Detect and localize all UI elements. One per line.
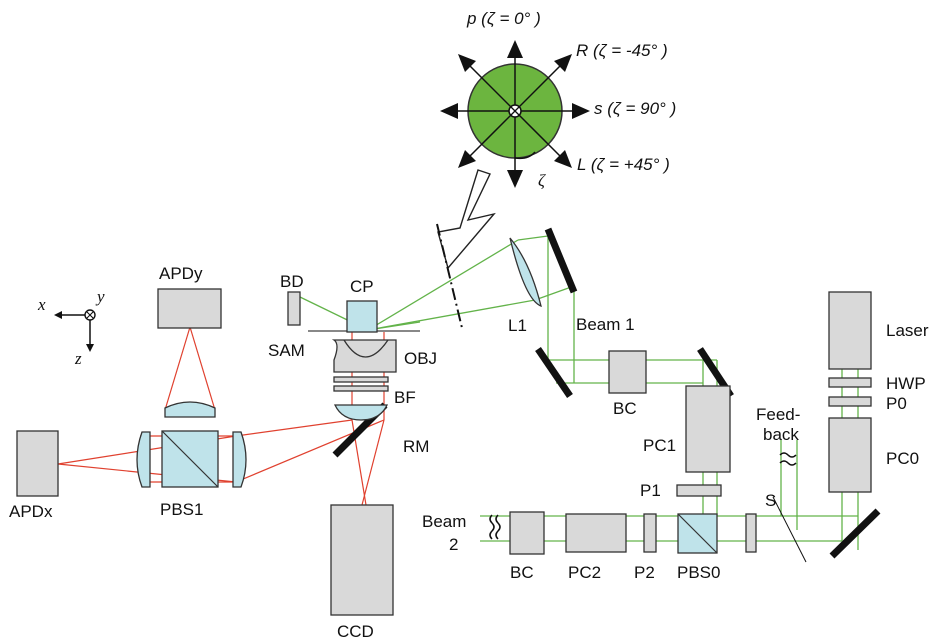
label-pbs0: PBS0 [677,563,720,582]
lens-apdy [164,401,216,418]
mirror-top-right [544,227,578,294]
lens-L1 [509,237,542,308]
apdx-detector [16,430,59,497]
mirror-laser [829,508,881,559]
label-rm: RM [403,437,429,456]
label-bd: BD [280,272,304,291]
polarization-diagram: p (ζ = 0° ) R (ζ = -45° ) s (ζ = 90° ) L… [437,9,676,270]
label-feedback-1: Feed- [756,405,800,424]
label-beam2-line1: Beam [422,512,466,531]
hwp-element [828,377,872,388]
beam2-break-symbol [489,514,501,540]
label-apdy: APDy [159,264,203,283]
label-bf: BF [394,388,416,407]
p1-element [676,484,722,497]
shutter-S [745,513,757,553]
axis-y-label: y [95,287,105,306]
bc-top-box [608,350,647,394]
p0-element [828,396,872,407]
bf-element-2 [333,385,389,392]
label-L: L (ζ = +45° ) [577,155,670,174]
label-hwp: HWP [886,374,926,393]
tube-lens [333,404,389,421]
label-p0: P0 [886,394,907,413]
label-ccd: CCD [337,622,374,641]
label-p: p (ζ = 0° ) [466,9,541,28]
lens-right-pbs1 [232,431,247,488]
label-apdx: APDx [9,502,53,521]
label-beam2-line2: 2 [449,535,458,554]
focal-plane-line [436,223,463,329]
zoom-pointer-arrow [437,169,496,270]
label-p2: P2 [634,563,655,582]
bf-element-1 [333,376,389,383]
beam-dump-BD [287,291,301,326]
feedback-break-symbol [779,452,797,466]
pc1-box [685,385,731,473]
axis-z-label: z [74,349,82,368]
mirror-beam1-left [535,347,573,398]
label-s: s (ζ = 90° ) [594,99,676,118]
label-p1: P1 [640,481,661,500]
component-labels: APDy APDx PBS1 BD CP SAM OBJ BF RM CCD L… [9,264,929,641]
label-cp: CP [350,277,374,296]
bc-bottom-box [509,511,545,555]
label-l1: L1 [508,316,527,335]
label-R: R (ζ = -45° ) [576,41,668,60]
coordinate-axes: x y z [37,287,105,368]
label-bc-bottom: BC [510,563,534,582]
zeta-angle-arc [514,151,536,160]
label-obj: OBJ [404,349,437,368]
laser-box [828,291,872,370]
label-feedback-2: back [763,425,799,444]
label-pbs1: PBS1 [160,500,203,519]
label-zeta: ζ [538,171,546,190]
p2-element [643,513,657,553]
coverslip-prism-CP [346,300,378,333]
arrowheads [440,40,590,188]
pc0-box [828,417,872,493]
red-beam-paths [57,326,385,506]
label-pc0: PC0 [886,449,919,468]
feedback-pickoff [772,496,807,563]
axis-x-label: x [37,295,46,314]
label-sam: SAM [268,341,305,360]
pc2-box [565,513,627,553]
label-s: S [765,491,776,510]
apdy-detector [157,288,222,329]
label-beam1: Beam 1 [576,315,635,334]
label-pc1: PC1 [643,436,676,455]
lens-apdx [136,431,151,488]
objective-OBJ [331,339,397,373]
ccd-camera [330,504,394,616]
label-laser: Laser [886,321,929,340]
label-pc2: PC2 [568,563,601,582]
label-bc-top: BC [613,399,637,418]
